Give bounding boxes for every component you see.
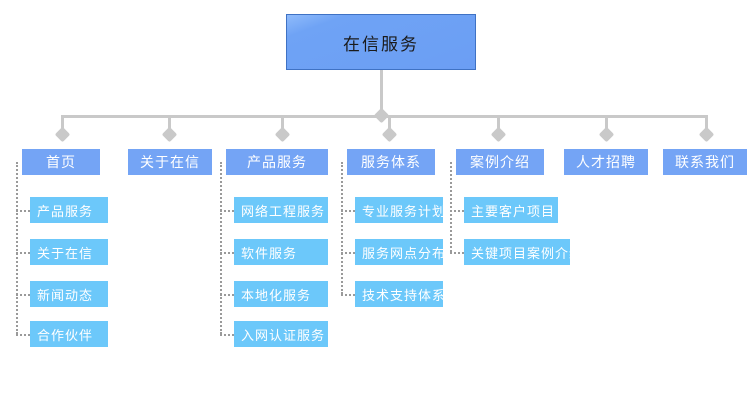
child-node-0-3[interactable]: 合作伙伴 xyxy=(30,321,108,347)
child-node-0-1[interactable]: 关于在信 xyxy=(30,239,108,265)
branch-node-2[interactable]: 产品服务 xyxy=(226,149,328,175)
branch-drop-diamond-6 xyxy=(698,126,715,143)
branch-drop-line-0 xyxy=(61,115,64,133)
branch-drop-diamond-3 xyxy=(381,126,398,143)
child-node-label-0-1: 关于在信 xyxy=(37,246,94,262)
child-stub-4-1 xyxy=(450,252,464,254)
branch-drop-line-2 xyxy=(281,115,284,133)
child-stub-2-0 xyxy=(220,210,234,212)
branch-node-4[interactable]: 案例介绍 xyxy=(456,149,544,175)
branch-node-5[interactable]: 人才招聘 xyxy=(564,149,648,175)
child-stub-0-3 xyxy=(16,334,30,336)
child-stub-3-2 xyxy=(341,294,355,296)
root-drop-line xyxy=(380,70,383,116)
child-node-label-2-0: 网络工程服务 xyxy=(241,204,326,220)
branch-node-label-6: 联系我们 xyxy=(675,155,735,171)
child-stub-2-2 xyxy=(220,294,234,296)
child-stub-0-1 xyxy=(16,252,30,254)
child-node-label-3-0: 专业服务计划 xyxy=(362,204,447,220)
child-node-label-0-2: 新闻动态 xyxy=(37,288,94,304)
branch-node-label-1: 关于在信 xyxy=(140,155,200,171)
child-node-label-2-3: 入网认证服务 xyxy=(241,328,326,344)
branch-node-label-2: 产品服务 xyxy=(247,155,307,171)
branch-node-label-3: 服务体系 xyxy=(361,155,421,171)
child-node-label-2-1: 软件服务 xyxy=(241,246,298,262)
branch-drop-diamond-4 xyxy=(490,126,507,143)
child-node-label-2-2: 本地化服务 xyxy=(241,288,312,304)
branch-drop-diamond-5 xyxy=(598,126,615,143)
branch-bus-line xyxy=(62,115,707,118)
branch-node-label-0: 首页 xyxy=(46,155,76,171)
root-node[interactable]: 在信服务 xyxy=(286,14,476,70)
child-node-4-0[interactable]: 主要客户项目 xyxy=(464,197,558,223)
branch-node-label-5: 人才招聘 xyxy=(576,155,636,171)
child-node-4-1[interactable]: 关键项目案例介绍 xyxy=(464,239,582,265)
child-stub-2-3 xyxy=(220,334,234,336)
child-node-label-0-3: 合作伙伴 xyxy=(37,328,94,344)
child-trunk-4 xyxy=(450,162,452,252)
branch-node-3[interactable]: 服务体系 xyxy=(347,149,435,175)
branch-node-6[interactable]: 联系我们 xyxy=(663,149,747,175)
branch-node-label-4: 案例介绍 xyxy=(470,155,530,171)
branch-drop-diamond-0 xyxy=(54,126,71,143)
branch-drop-diamond-2 xyxy=(274,126,291,143)
child-node-3-1[interactable]: 服务网点分布 xyxy=(355,239,447,265)
child-node-3-2[interactable]: 技术支持体系 xyxy=(355,281,447,307)
child-trunk-0 xyxy=(16,162,18,334)
child-trunk-2 xyxy=(220,162,222,334)
branch-drop-line-6 xyxy=(705,115,708,133)
branch-node-0[interactable]: 首页 xyxy=(22,149,100,175)
child-node-2-0[interactable]: 网络工程服务 xyxy=(234,197,328,223)
child-stub-0-2 xyxy=(16,294,30,296)
branch-node-1[interactable]: 关于在信 xyxy=(128,149,212,175)
child-node-2-2[interactable]: 本地化服务 xyxy=(234,281,328,307)
child-node-label-0-0: 产品服务 xyxy=(37,204,94,220)
root-node-label: 在信服务 xyxy=(343,34,419,55)
child-node-2-3[interactable]: 入网认证服务 xyxy=(234,321,328,347)
child-node-3-0[interactable]: 专业服务计划 xyxy=(355,197,447,223)
child-stub-0-0 xyxy=(16,210,30,212)
child-node-label-4-1: 关键项目案例介绍 xyxy=(471,246,584,262)
branch-drop-diamond-1 xyxy=(161,126,178,143)
branch-drop-line-5 xyxy=(605,115,608,133)
child-node-0-0[interactable]: 产品服务 xyxy=(30,197,108,223)
child-stub-3-1 xyxy=(341,252,355,254)
branch-drop-line-4 xyxy=(497,115,500,133)
child-stub-3-0 xyxy=(341,210,355,212)
child-node-2-1[interactable]: 软件服务 xyxy=(234,239,328,265)
child-stub-4-0 xyxy=(450,210,464,212)
child-stub-2-1 xyxy=(220,252,234,254)
child-trunk-3 xyxy=(341,162,343,294)
child-node-label-3-1: 服务网点分布 xyxy=(362,246,447,262)
branch-drop-line-3 xyxy=(388,115,391,133)
branch-drop-line-1 xyxy=(168,115,171,133)
child-node-label-4-0: 主要客户项目 xyxy=(471,204,556,220)
child-node-0-2[interactable]: 新闻动态 xyxy=(30,281,108,307)
child-node-label-3-2: 技术支持体系 xyxy=(362,288,447,304)
